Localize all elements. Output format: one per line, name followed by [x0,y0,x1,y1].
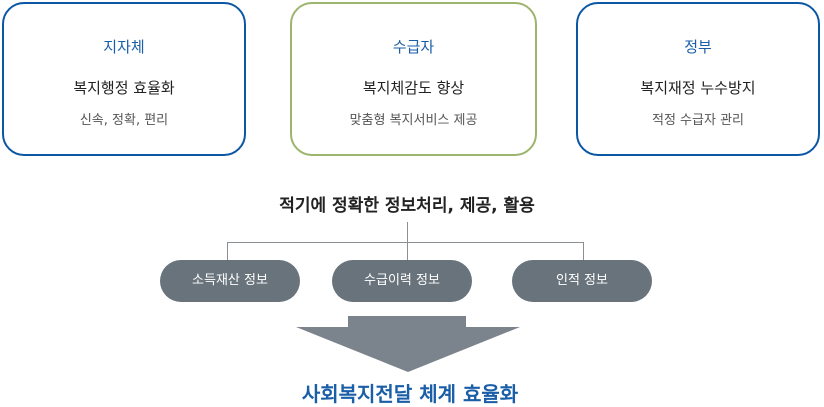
stakeholder-card-recipient: 수급자 복지체감도 향상 맞춤형 복지서비스 제공 [290,2,537,156]
card-goal: 복지재정 누수방지 [640,79,756,97]
card-title: 수급자 [392,38,435,56]
connector-drop-center [407,242,408,260]
down-arrow-icon [296,316,520,372]
card-title: 지자체 [103,38,145,56]
card-goal: 복지체감도 향상 [362,79,465,97]
outcome-label: 사회복지전달 체계 효율화 [301,382,519,406]
card-detail: 신속, 정확, 편리 [79,113,169,128]
connector-drop-left [227,242,228,260]
connector-drop-right [583,242,584,260]
info-pill-benefit-history: 수급이력 정보 [332,260,472,302]
card-detail: 맞춤형 복지서비스 제공 [349,113,478,128]
card-detail: 적정 수급자 관리 [652,113,744,128]
card-title: 정부 [684,38,712,56]
stakeholder-card-government: 정부 복지재정 누수방지 적정 수급자 관리 [576,2,820,156]
connector-vertical-center [407,222,408,242]
info-pill-personal: 인적 정보 [512,260,652,302]
process-headline: 적기에 정확한 정보처리, 제공, 활용 [279,196,535,216]
connector-horizontal [227,242,584,243]
card-goal: 복지행정 효율화 [73,79,175,97]
stakeholder-card-local-government: 지자체 복지행정 효율화 신속, 정확, 편리 [2,2,246,156]
info-pill-income-assets: 소득재산 정보 [160,260,300,302]
